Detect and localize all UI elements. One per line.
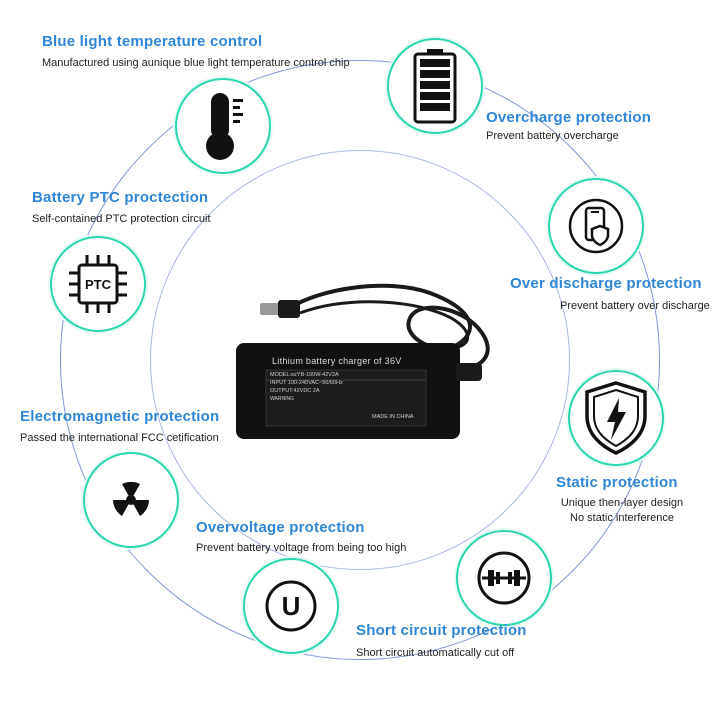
- chip-label: PTC: [85, 277, 112, 292]
- short-circuit-desc: Short circuit automatically cut off: [356, 647, 515, 659]
- overcharge-badge: [387, 38, 483, 134]
- static-desc-line-2: No static interference: [570, 512, 674, 524]
- radiation-icon: [113, 481, 149, 516]
- charger-image: Lithium battery charger of 36V MODEL:ezY…: [230, 268, 490, 443]
- overvoltage-badge: U: [243, 558, 339, 654]
- phone-shield-icon: [568, 198, 624, 254]
- blue-light-badge: [175, 78, 271, 174]
- electromagnetic-badge: [83, 452, 179, 548]
- thermometer-icon: [206, 93, 243, 160]
- short-circuit-title: Short circuit protection: [356, 622, 527, 639]
- lightning-shield-icon: [585, 381, 647, 455]
- charger-model: MODEL:ezYB-100W-42V2A: [270, 372, 339, 378]
- ptc-desc: Self-contained PTC protection circuit: [32, 213, 211, 225]
- charger-warning: WARNING: [270, 396, 294, 402]
- short-circuit-badge: [456, 530, 552, 626]
- inner-ring: [150, 150, 570, 570]
- ptc-title: Battery PTC proctection: [32, 189, 209, 206]
- static-desc-line-1: Unique then-layer design: [560, 497, 684, 509]
- ptc-badge: PTC: [50, 236, 146, 332]
- static-desc: Unique then-layer design No static inter…: [557, 497, 687, 524]
- static-badge: [568, 370, 664, 466]
- short-circuit-icon: [477, 551, 531, 605]
- over-discharge-title: Over discharge protection: [510, 275, 702, 292]
- u-circle-icon: U: [265, 580, 317, 632]
- over-discharge-badge: [548, 178, 644, 274]
- static-title: Static protection: [556, 474, 678, 491]
- charger-input: INPUT 100-240VAC~50/60Hz: [270, 380, 343, 386]
- outer-ring: [60, 60, 660, 660]
- blue-light-title: Blue light temperature control: [42, 33, 263, 50]
- u-label: U: [282, 591, 301, 621]
- blue-light-desc: Manufactured using aunique blue light te…: [42, 57, 350, 69]
- chip-icon: PTC: [69, 255, 127, 313]
- charger-made-in: MADE IN CHINA: [372, 414, 414, 420]
- over-discharge-desc: Prevent battery over discharge: [560, 300, 710, 312]
- overvoltage-title: Overvoltage protection: [196, 519, 365, 536]
- battery-icon: [413, 49, 457, 124]
- electromagnetic-desc: Passed the international FCC cetificatio…: [20, 432, 219, 444]
- charger-output: OUTPUT:42VDC 2A: [270, 388, 320, 394]
- overcharge-desc: Prevent battery overcharge: [486, 130, 619, 142]
- overcharge-title: Overcharge protection: [486, 109, 652, 126]
- charger-heading: Lithium battery charger of 36V: [272, 356, 402, 366]
- electromagnetic-title: Electromagnetic protection: [20, 408, 220, 425]
- overvoltage-desc: Prevent battery voltage from being too h…: [196, 542, 407, 554]
